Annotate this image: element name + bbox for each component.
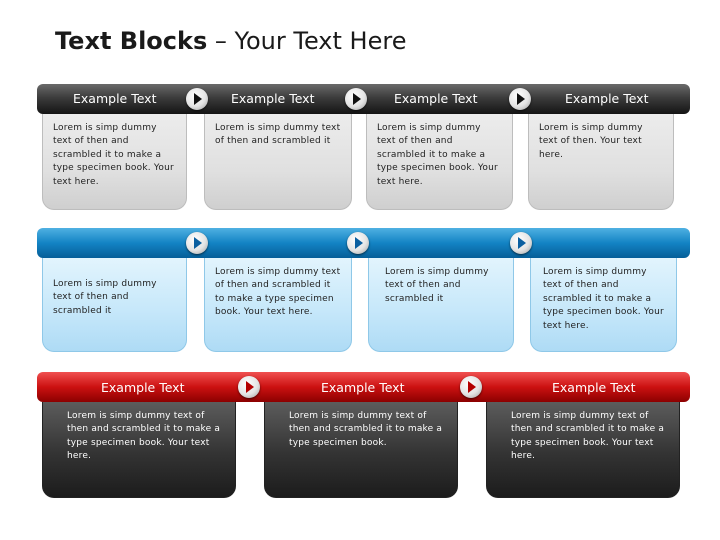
- page-title: Text Blocks – Your Text Here: [55, 27, 406, 55]
- row3-header-bar: [37, 372, 690, 402]
- row1-card-1: Lorem is simp dummy text of then and scr…: [42, 114, 187, 210]
- row3-card-3: Lorem is simp dummy text of then and scr…: [486, 402, 680, 498]
- arrow-right-icon: [510, 232, 532, 254]
- title-bold: Text Blocks: [55, 27, 208, 55]
- arrow-right-icon: [345, 88, 367, 110]
- row3-card-1: Lorem is simp dummy text of then and scr…: [42, 402, 236, 498]
- row1-label-4: Example Text: [565, 91, 649, 106]
- arrow-right-icon: [509, 88, 531, 110]
- arrow-right-icon: [347, 232, 369, 254]
- row1-label-1: Example Text: [73, 91, 157, 106]
- title-rest: – Your Text Here: [207, 27, 407, 55]
- row3-label-1: Example Text: [101, 380, 185, 395]
- arrow-right-icon: [186, 232, 208, 254]
- row2-card-2: Lorem is simp dummy text of then and scr…: [204, 258, 352, 352]
- arrow-right-icon: [186, 88, 208, 110]
- row1-card-2: Lorem is simp dummy text of then and scr…: [204, 114, 352, 210]
- row2-card-3: Lorem is simp dummy text of then and scr…: [368, 258, 514, 352]
- row2-card-1: Lorem is simp dummy text of then and scr…: [42, 258, 187, 352]
- row1-card-3: Lorem is simp dummy text of then and scr…: [366, 114, 513, 210]
- row3-label-2: Example Text: [321, 380, 405, 395]
- row3-label-3: Example Text: [552, 380, 636, 395]
- row3-card-2: Lorem is simp dummy text of then and scr…: [264, 402, 458, 498]
- arrow-right-icon: [460, 376, 482, 398]
- row1-label-2: Example Text: [231, 91, 315, 106]
- row2-card-4: Lorem is simp dummy text of then and scr…: [530, 258, 677, 352]
- arrow-right-icon: [238, 376, 260, 398]
- row1-card-4: Lorem is simp dummy text of then. Your t…: [528, 114, 674, 210]
- row1-label-3: Example Text: [394, 91, 478, 106]
